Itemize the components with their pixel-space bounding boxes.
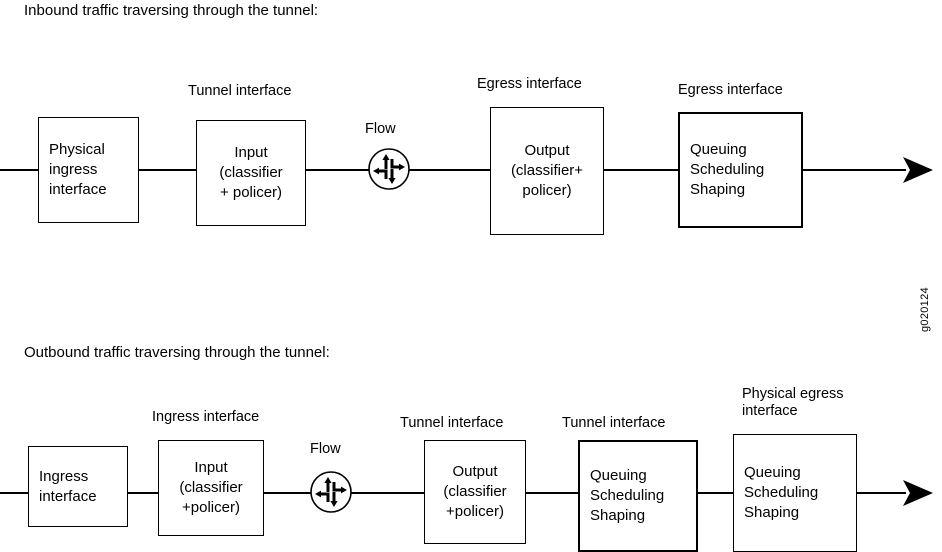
section-title-outbound: Outbound traffic traversing through the … — [24, 344, 330, 361]
caption-tunnel-interface-1-outbound: Tunnel interface — [400, 415, 504, 431]
node-line: Input — [234, 144, 268, 161]
caption-egress-interface-1: Egress interface — [477, 76, 582, 92]
wire-outbound-3 — [349, 492, 426, 494]
node-input-classifier-policer-inbound: Input (classifier + policer) — [196, 120, 306, 226]
caption-ingress-interface-outbound: Ingress interface — [152, 409, 260, 425]
node-line: policer) — [522, 182, 572, 199]
wire-inbound-1 — [137, 169, 197, 171]
wire-inbound-3 — [409, 169, 492, 171]
node-line: Scheduling — [590, 487, 665, 504]
arrow-head-outbound — [903, 480, 933, 511]
node-line: Queuing — [690, 141, 747, 158]
node-line: Physical — [49, 141, 105, 158]
node-line: Output — [524, 142, 570, 159]
wire-outbound-1 — [126, 492, 160, 494]
node-ingress-interface-outbound: Ingress interface — [28, 446, 128, 527]
node-line: Scheduling — [744, 484, 819, 501]
wire-inbound-entry — [0, 169, 40, 171]
arrow-head-inbound — [903, 157, 933, 188]
wire-outbound-5 — [696, 492, 734, 494]
wire-outbound-4 — [525, 492, 580, 494]
node-line: Input — [194, 459, 228, 476]
node-line: Shaping — [690, 181, 746, 198]
node-line: interface — [49, 181, 107, 198]
wire-inbound-4 — [603, 169, 680, 171]
node-line: Shaping — [590, 507, 646, 524]
node-line: +policer) — [182, 499, 240, 516]
wire-outbound-exit — [856, 492, 906, 494]
node-line: Queuing — [744, 464, 801, 481]
node-output-classifier-policer-outbound: Output (classifier +policer) — [424, 440, 526, 544]
watermark-figure-id: g020124 — [919, 287, 931, 332]
node-line: interface — [39, 487, 97, 505]
node-line: +policer) — [446, 503, 504, 520]
wire-outbound-2 — [263, 492, 311, 494]
node-line: + policer) — [219, 184, 283, 201]
wire-inbound-2 — [305, 169, 371, 171]
caption-physical-egress-interface-outbound: Physical egress interface — [742, 386, 844, 419]
wire-outbound-entry — [0, 492, 30, 494]
node-line: Shaping — [744, 504, 800, 521]
label-flow-outbound: Flow — [310, 441, 341, 457]
node-line: ingress — [49, 161, 98, 178]
node-line: (classifier — [219, 164, 283, 181]
flow-icon-inbound — [367, 147, 411, 196]
node-physical-ingress-interface: Physical ingress interface — [38, 117, 139, 223]
node-line: Queuing — [590, 467, 647, 484]
node-line: (classifier+ — [510, 162, 584, 179]
node-line: (classifier — [443, 483, 507, 500]
node-queuing-scheduling-shaping-inbound: Queuing Scheduling Shaping — [678, 112, 803, 228]
node-line: (classifier — [179, 479, 243, 496]
flow-icon-outbound — [309, 470, 353, 519]
node-line: Scheduling — [690, 161, 765, 178]
node-line: Output — [452, 463, 498, 480]
wire-inbound-exit — [801, 169, 906, 171]
node-output-classifier-policer-inbound: Output (classifier+ policer) — [490, 107, 604, 235]
node-input-classifier-policer-outbound: Input (classifier +policer) — [158, 440, 264, 536]
section-title-inbound: Inbound traffic traversing through the t… — [24, 2, 319, 19]
caption-egress-interface-2: Egress interface — [678, 82, 783, 98]
label-flow-inbound: Flow — [365, 121, 396, 137]
node-queuing-scheduling-shaping-physical: Queuing Scheduling Shaping — [733, 434, 857, 552]
caption-tunnel-interface-inbound: Tunnel interface — [188, 83, 292, 99]
node-line: Ingress — [39, 467, 89, 485]
caption-tunnel-interface-2-outbound: Tunnel interface — [562, 415, 666, 431]
node-queuing-scheduling-shaping-tunnel: Queuing Scheduling Shaping — [578, 440, 698, 552]
